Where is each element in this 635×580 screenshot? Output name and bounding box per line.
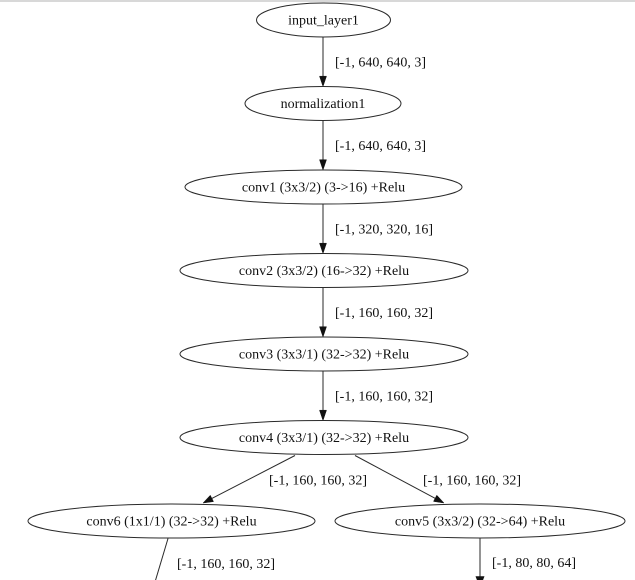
- edge-label: [-1, 640, 640, 3]: [335, 56, 426, 71]
- node-conv5: conv5 (3x3/2) (32->64) +Relu: [334, 503, 626, 539]
- edge-input_layer1-to-normalization1: [-1, 640, 640, 3]: [319, 37, 426, 88]
- window-top-border: [0, 0, 635, 2]
- edge-label: [-1, 160, 160, 32]: [423, 474, 521, 489]
- arrowhead-icon: [433, 494, 445, 504]
- edge-conv4-to-conv6: [-1, 160, 160, 32]: [202, 455, 367, 504]
- edge-conv5-out-clipped: [-1, 80, 80, 64]: [475, 538, 576, 580]
- edge-label: [-1, 160, 160, 32]: [335, 306, 433, 321]
- edge-conv4-to-conv5: [-1, 160, 160, 32]: [354, 455, 521, 504]
- node-label: conv3 (3x3/1) (32->32) +Relu: [239, 348, 409, 363]
- arrowhead-icon: [319, 409, 327, 422]
- node-conv6: conv6 (1x1/1) (32->32) +Relu: [27, 503, 316, 539]
- edge-normalization1-to-conv1: [-1, 640, 640, 3]: [319, 120, 426, 171]
- node-label: normalization1: [281, 97, 366, 112]
- edge-label: [-1, 80, 80, 64]: [492, 556, 576, 571]
- edge-label: [-1, 640, 640, 3]: [335, 139, 426, 154]
- node-normalization1: normalization1: [244, 86, 402, 121]
- node-label: conv5 (3x3/2) (32->64) +Relu: [395, 515, 565, 530]
- node-input_layer1: input_layer1: [256, 2, 391, 38]
- node-conv1: conv1 (3x3/2) (3->16) +Relu: [184, 169, 463, 205]
- edge-conv1-to-conv2: [-1, 320, 320, 16]: [319, 204, 433, 255]
- arrowhead-icon: [319, 242, 327, 255]
- node-label: conv6 (1x1/1) (32->32) +Relu: [86, 515, 256, 530]
- node-label: conv2 (3x3/2) (16->32) +Relu: [239, 264, 409, 279]
- arrowhead-icon: [319, 75, 327, 88]
- node-conv3: conv3 (3x3/1) (32->32) +Relu: [179, 336, 469, 372]
- node-conv4: conv4 (3x3/1) (32->32) +Relu: [179, 420, 469, 455]
- node-label: conv1 (3x3/2) (3->16) +Relu: [242, 181, 405, 196]
- edge-label: [-1, 160, 160, 32]: [269, 474, 367, 489]
- node-label: conv4 (3x3/1) (32->32) +Relu: [239, 431, 409, 446]
- edge-conv3-to-conv4: [-1, 160, 160, 32]: [319, 371, 433, 422]
- arrowhead-icon: [202, 494, 214, 504]
- node-label: input_layer1: [288, 14, 359, 29]
- arrowhead-icon: [319, 159, 327, 171]
- edge-label: [-1, 160, 160, 32]: [335, 390, 433, 405]
- node-conv2: conv2 (3x3/2) (16->32) +Relu: [179, 253, 469, 288]
- edge-label: [-1, 320, 320, 16]: [335, 223, 433, 238]
- arrowhead-icon: [475, 576, 485, 580]
- edge-label: [-1, 160, 160, 32]: [177, 557, 275, 572]
- arrowhead-icon: [319, 326, 327, 338]
- edge-conv6-out-clipped: [-1, 160, 160, 32]: [155, 538, 275, 580]
- edge-conv2-to-conv3: [-1, 160, 160, 32]: [319, 287, 433, 338]
